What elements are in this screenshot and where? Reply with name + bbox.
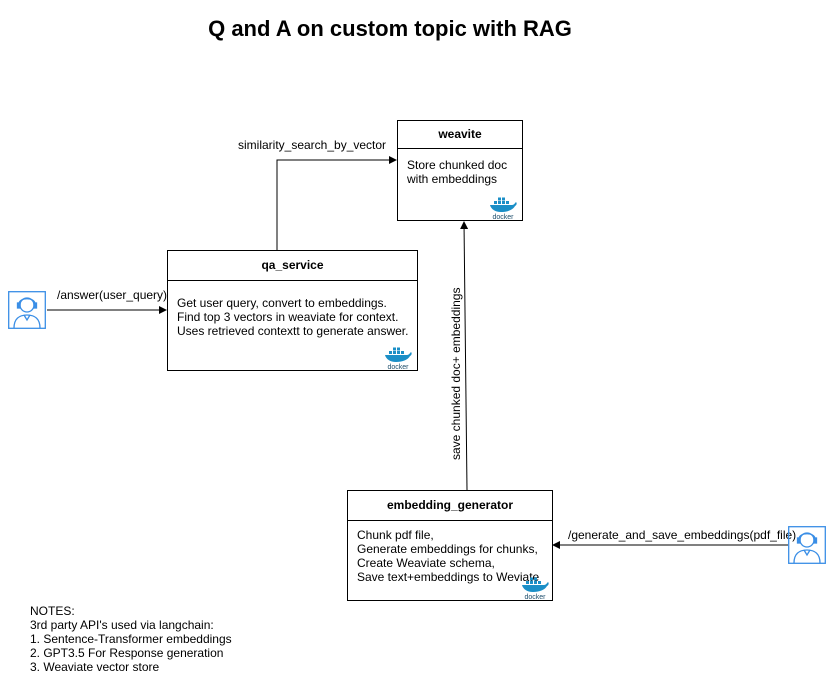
edge-label-save: save chunked doc+ embeddings — [449, 287, 463, 460]
node-qa-service-line: Find top 3 vectors in weaviate for conte… — [177, 310, 399, 324]
node-weavite-body: Store chunked doc with embeddings — [407, 158, 507, 186]
notes-line: 1. Sentence-Transformer embeddings — [30, 632, 232, 646]
docker-label: docker — [387, 364, 409, 371]
node-qa-service-line: Get user query, convert to embeddings. — [177, 296, 387, 310]
node-embedding-generator-body: Chunk pdf file, Generate embeddings for … — [357, 528, 539, 584]
user-icon[interactable] — [8, 291, 46, 329]
node-qa-service-line: Uses retrieved contextt to generate answ… — [177, 324, 409, 338]
notes-line: 3rd party API's used via langchain: — [30, 618, 214, 632]
node-embedding-generator[interactable]: embedding_generator Chunk pdf file, Gene… — [347, 490, 553, 601]
node-embedding-generator-line: Create Weaviate schema, — [357, 556, 495, 570]
node-qa-service-header: qa_service — [168, 251, 417, 281]
node-embedding-generator-line: Chunk pdf file, — [357, 528, 434, 542]
docker-icon: docker — [488, 197, 518, 221]
node-embedding-generator-line: Generate embeddings for chunks, — [357, 542, 538, 556]
docker-label: docker — [524, 594, 546, 601]
edge-save — [460, 221, 469, 491]
node-weavite-line: with embeddings — [407, 172, 498, 186]
docker-icon: docker — [383, 347, 413, 371]
notes-line: 3. Weaviate vector store — [30, 660, 160, 674]
notes-line: 2. GPT3.5 For Response generation — [30, 646, 224, 660]
user-icon[interactable] — [788, 526, 826, 564]
notes-heading: NOTES: — [30, 604, 75, 618]
node-weavite-header: weavite — [398, 121, 522, 149]
notes-block: NOTES: 3rd party API's used via langchai… — [30, 604, 232, 674]
node-embedding-generator-header: embedding_generator — [348, 491, 552, 521]
diagram-title: Q and A on custom topic with RAG — [208, 16, 572, 41]
docker-icon: docker — [520, 577, 550, 601]
node-qa-service[interactable]: qa_service Get user query, convert to em… — [167, 250, 418, 371]
node-weavite[interactable]: weavite Store chunked doc with embedding… — [397, 120, 523, 221]
docker-label: docker — [492, 214, 514, 221]
edge-similarity — [276, 156, 397, 250]
node-embedding-generator-line: Save text+embeddings to Weviate — [357, 570, 540, 584]
edge-label-similarity: similarity_search_by_vector — [238, 138, 387, 152]
edge-label-answer: /answer(user_query) — [57, 288, 168, 302]
node-qa-service-body: Get user query, convert to embeddings. F… — [177, 296, 408, 338]
edge-label-generate: /generate_and_save_embeddings(pdf_file) — [568, 528, 797, 542]
node-weavite-line: Store chunked doc — [407, 158, 508, 172]
